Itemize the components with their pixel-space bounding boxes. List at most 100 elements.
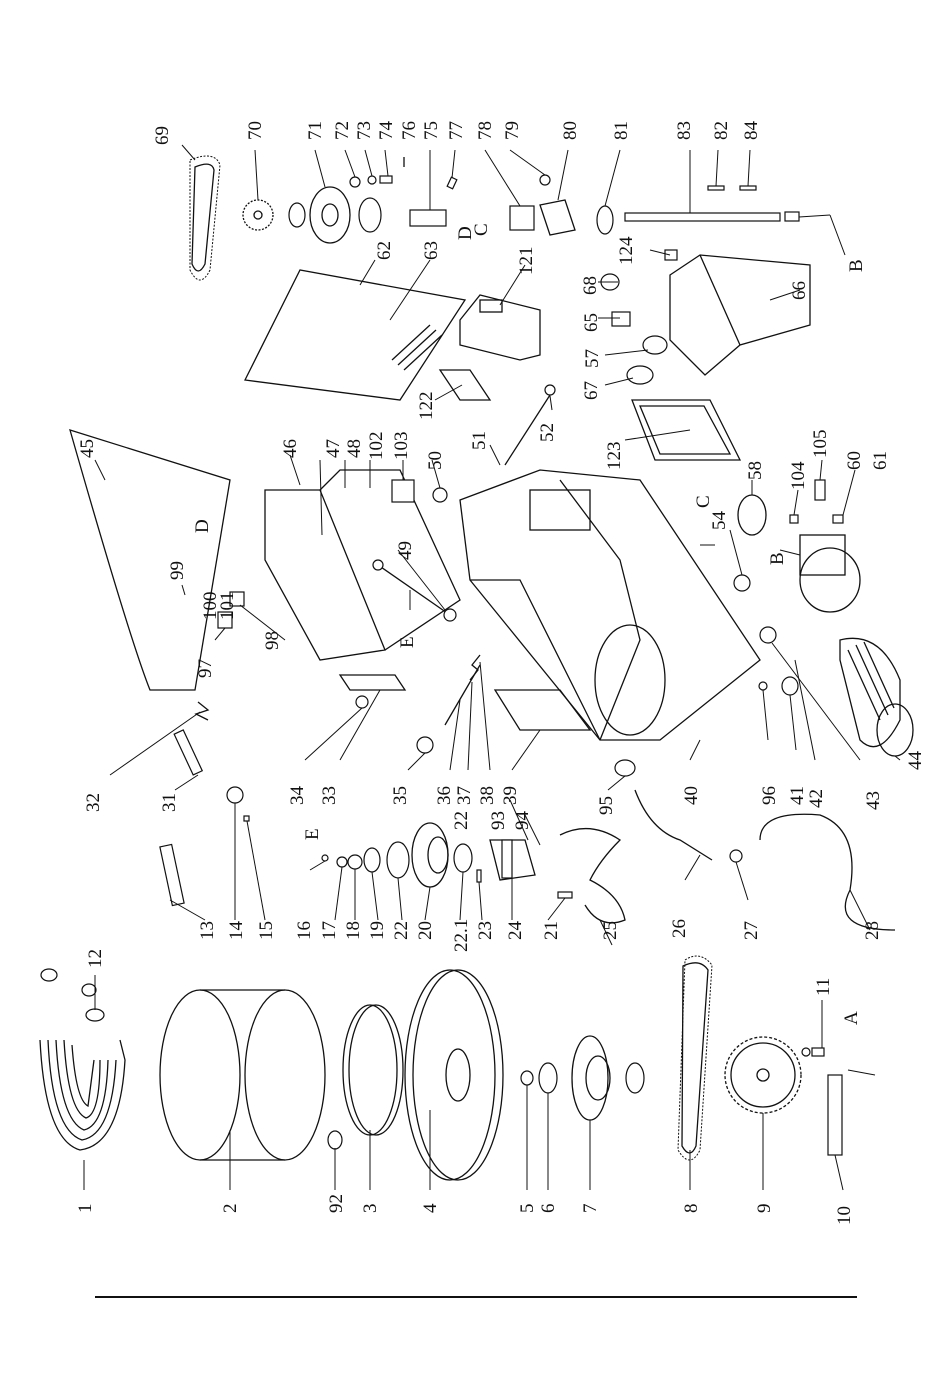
label-60: 60: [844, 451, 865, 470]
label-31: 31: [159, 793, 180, 812]
auger-part-25: [559, 827, 626, 924]
bolt-part-21: [557, 891, 573, 899]
label-6: 6: [538, 1204, 559, 1214]
label-104: 104: [788, 461, 809, 490]
part-labels: 1 2 92 3 4 5 6 7 8 9 10 11 A 12 13 14 15…: [75, 121, 926, 1226]
label-94: 94: [512, 811, 533, 831]
gland-part-57: [642, 335, 668, 355]
label-77: 77: [446, 121, 467, 140]
label-81: 81: [611, 121, 632, 140]
shaft-part-75: [409, 209, 447, 227]
switch-part-35: [416, 736, 434, 754]
label-8: 8: [681, 1204, 702, 1214]
label-D-top: D: [455, 226, 476, 240]
label-58: 58: [745, 461, 766, 480]
key-part-82: [707, 185, 725, 191]
label-54: 54: [709, 511, 730, 531]
bolt-part-74: [379, 175, 393, 184]
switch-part-65: [611, 311, 631, 327]
label-71: 71: [305, 121, 326, 140]
washer-part-18: [347, 854, 363, 870]
plate-part-45: [69, 429, 231, 691]
cover-part-39: [493, 689, 592, 731]
nut-part-92: [327, 1130, 343, 1150]
bearing-part-22a: [386, 841, 410, 879]
bolt-part-end: [784, 211, 800, 222]
label-15: 15: [256, 921, 277, 940]
nut-part-96: [758, 681, 768, 691]
spiral-guard-part-1: [39, 968, 126, 1151]
spring-part-37: [469, 654, 481, 681]
bearing-part-7b: [625, 1062, 645, 1094]
bushing-part-95: [614, 759, 636, 777]
hub-part-71: [309, 186, 351, 244]
label-70: 70: [245, 121, 266, 140]
label-73: 73: [354, 121, 375, 140]
bracket-part-43: [759, 626, 777, 644]
label-63: 63: [421, 241, 442, 260]
bearing-part-6: [538, 1062, 558, 1094]
key-part-84: [739, 185, 757, 191]
label-100: 100: [200, 592, 221, 621]
label-105: 105: [810, 430, 831, 459]
washer-part-72: [349, 176, 361, 188]
label-103: 103: [391, 432, 412, 461]
label-44: 44: [905, 751, 926, 771]
label-22-a: 22: [391, 921, 412, 940]
flange-part-20: [411, 822, 449, 888]
label-13: 13: [197, 921, 218, 940]
box-part-66: [669, 254, 811, 376]
label-97: 97: [195, 659, 216, 678]
label-62: 62: [374, 241, 395, 260]
label-80: 80: [560, 121, 581, 140]
label-E-left: E: [302, 828, 323, 840]
label-3: 3: [360, 1204, 381, 1214]
label-83: 83: [674, 121, 695, 140]
label-12: 12: [85, 949, 106, 968]
label-43: 43: [863, 791, 884, 810]
pin-part-60: [832, 514, 844, 524]
label-57: 57: [582, 349, 603, 368]
gasket-part-123: [631, 399, 742, 461]
label-76: 76: [399, 121, 420, 140]
label-35: 35: [390, 786, 411, 805]
hub-part-7: [571, 1035, 611, 1121]
label-C-top: C: [471, 223, 492, 236]
label-27: 27: [741, 921, 762, 940]
fitting-part-124: [664, 249, 678, 261]
key-part-104: [789, 514, 799, 524]
label-82: 82: [711, 121, 732, 140]
label-48: 48: [344, 439, 365, 458]
label-121: 121: [516, 247, 537, 276]
rod-part-13: [159, 843, 185, 907]
label-36: 36: [434, 786, 455, 805]
label-22-b: 22: [451, 811, 472, 830]
label-2: 2: [220, 1204, 241, 1214]
label-74: 74: [376, 121, 397, 141]
label-1: 1: [75, 1204, 96, 1214]
label-101: 101: [217, 592, 238, 621]
label-14: 14: [226, 921, 247, 941]
label-51: 51: [469, 431, 490, 450]
ring-part-5: [520, 1070, 534, 1086]
fitting-part-27: [729, 849, 743, 863]
label-84: 84: [741, 121, 762, 141]
panel-part-33: [338, 674, 407, 691]
spring-part-32: [194, 701, 210, 721]
motor-part-44: [839, 637, 914, 757]
drum-part-2: [159, 989, 326, 1161]
label-18: 18: [343, 921, 364, 940]
shaft-part-83: [624, 212, 781, 222]
label-20: 20: [415, 921, 436, 940]
label-78: 78: [475, 121, 496, 140]
label-E-center: E: [397, 636, 418, 648]
cable-part-26: [634, 789, 713, 861]
label-10: 10: [834, 1206, 855, 1225]
bearing-part-22b: [453, 843, 473, 873]
bearing-part-71a: [288, 202, 306, 228]
label-49: 49: [395, 541, 416, 560]
label-96: 96: [759, 786, 780, 805]
label-22-1: 22.1: [451, 919, 472, 952]
label-42: 42: [806, 789, 827, 808]
